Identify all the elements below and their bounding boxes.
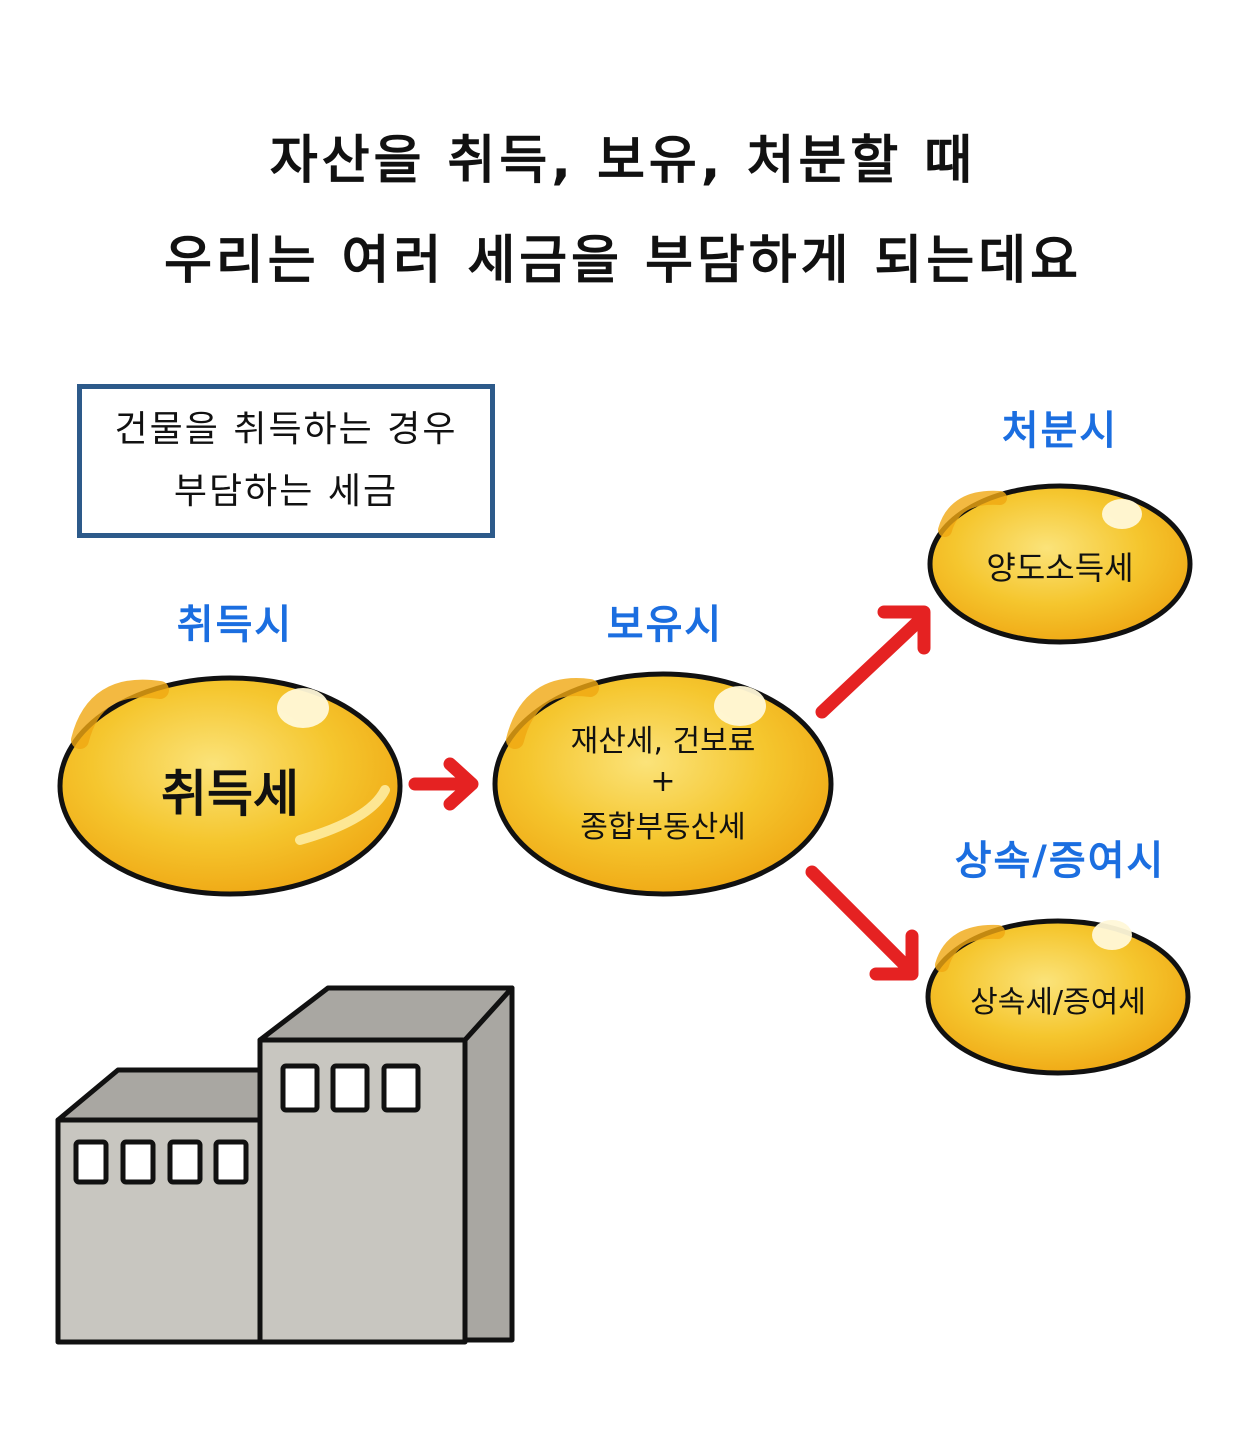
stage-label-holding: 보유시: [606, 602, 724, 648]
info-box-line-2: 부담하는 세금: [173, 471, 399, 512]
stage-label-inheritance: 상속/증여시: [954, 838, 1166, 884]
tax-holding-plus: +: [650, 764, 676, 799]
coin-icon: [927, 483, 1193, 645]
coin-icon: [925, 918, 1191, 1076]
arrow-icon: [805, 865, 919, 981]
tax-holding-line-2: 종합부동산세: [580, 810, 746, 845]
info-box: 건물을 취득하는 경우 부담하는 세금: [77, 384, 495, 538]
tax-acquisition: 취득세: [161, 765, 299, 823]
arrow-icon: [408, 757, 479, 811]
coin-icon: [57, 675, 403, 897]
tax-disposal: 양도소득세: [986, 549, 1134, 587]
tax-inheritance: 상속세/증여세: [970, 985, 1146, 1020]
info-box-line-1: 건물을 취득하는 경우: [114, 409, 458, 450]
coin-icon: [492, 671, 834, 897]
stage-label-acquisition: 취득시: [176, 602, 294, 648]
title-line-1: 자산을 취득, 보유, 처분할 때: [269, 131, 977, 191]
arrow-icon: [815, 605, 931, 719]
title-line-2: 우리는 여러 세금을 부담하게 되는데요: [164, 231, 1082, 291]
building-icon: [55, 985, 515, 1345]
tax-holding-line-1: 재산세, 건보료: [570, 724, 756, 759]
stage-label-disposal: 처분시: [1001, 408, 1119, 454]
